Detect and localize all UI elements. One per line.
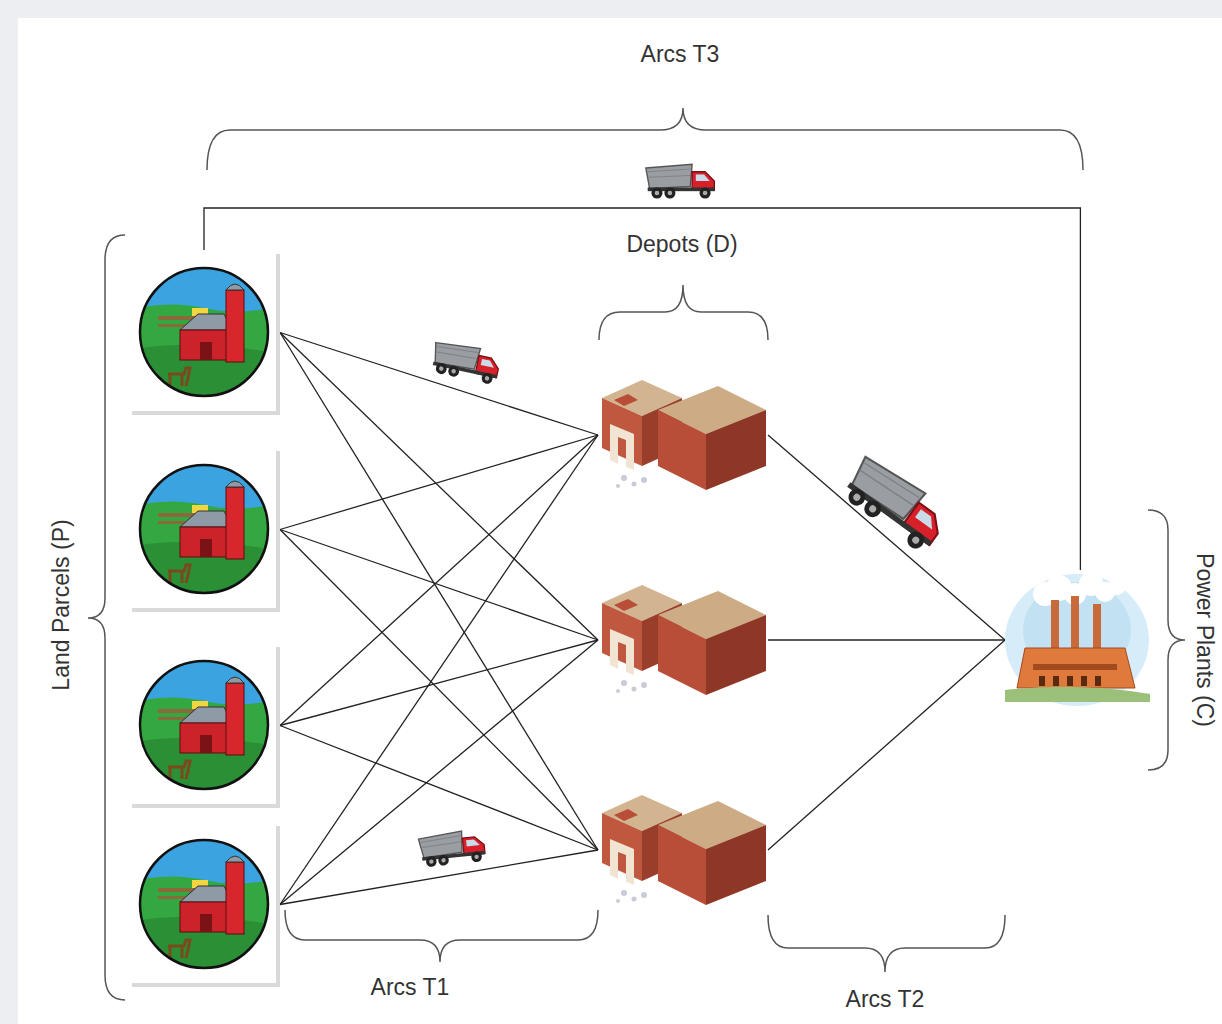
- land-parcel: [128, 643, 280, 808]
- land-parcel: [128, 822, 280, 987]
- truck-icon: [838, 452, 952, 555]
- truck-icon: [418, 829, 486, 868]
- depot-icon: [598, 370, 768, 500]
- transport-arc: [280, 333, 598, 436]
- power-plant: [1005, 570, 1150, 710]
- land-parcel-art: [128, 447, 280, 612]
- group-label: Land Parcels (P): [49, 519, 74, 690]
- transport-arc: [768, 435, 1005, 640]
- truck-icon: [646, 164, 714, 198]
- depot-icon: [598, 785, 768, 915]
- transport-arc: [280, 726, 598, 851]
- depot-icon-art: [598, 785, 768, 915]
- bracket-t3: [207, 108, 1083, 170]
- transport-arc: [280, 530, 598, 851]
- arc-label: Arcs T2: [846, 987, 925, 1012]
- depot-icon-art: [598, 575, 768, 705]
- transport-arc: [280, 333, 598, 641]
- land-parcel-art: [128, 643, 280, 808]
- transport-arc: [204, 208, 1080, 570]
- depot-icon-art: [598, 370, 768, 500]
- transport-arc: [280, 640, 598, 726]
- transport-arc: [280, 435, 598, 530]
- land-parcel-art: [128, 250, 280, 415]
- transport-arc: [280, 530, 598, 641]
- truck-icon: [430, 339, 502, 385]
- group-label: Power Plants (C): [1191, 553, 1216, 727]
- transport-arc: [280, 435, 598, 905]
- depot-icon: [598, 575, 768, 705]
- transport-arc: [280, 640, 598, 905]
- transport-arc: [768, 639, 1005, 640]
- bracket-plants: [1148, 510, 1185, 770]
- land-parcel-art: [128, 822, 280, 987]
- power-plant-art: [1005, 570, 1150, 710]
- land-parcel: [128, 250, 280, 415]
- bracket-t1: [285, 910, 598, 962]
- transport-arc: [768, 640, 1005, 850]
- arc-label: Depots (D): [626, 232, 737, 257]
- arc-label: Arcs T1: [371, 975, 450, 1000]
- bracket-parcels: [88, 235, 125, 1000]
- arc-label: Arcs T3: [641, 42, 720, 67]
- bracket-t2: [768, 915, 1005, 972]
- transport-arc: [280, 435, 598, 726]
- land-parcel: [128, 447, 280, 612]
- bracket-depots: [599, 285, 768, 340]
